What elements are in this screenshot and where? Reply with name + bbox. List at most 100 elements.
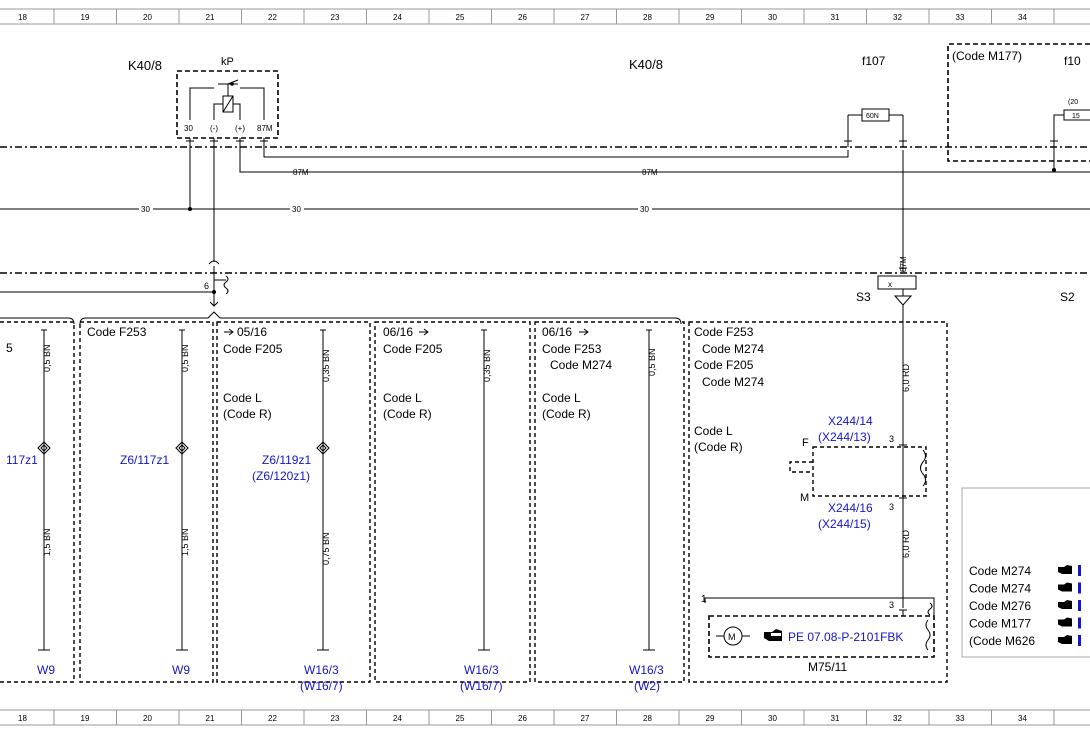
pointing-hand-icon[interactable] (1058, 582, 1072, 592)
wire-87m-label-a: 87M (293, 168, 309, 177)
k40-8-label-left: K40/8 (128, 58, 162, 73)
grid-column-label: 23 (331, 714, 340, 723)
grid-column-label: 27 (581, 714, 590, 723)
grid-column-label: 19 (81, 13, 90, 22)
wire-87m-upper (263, 150, 849, 158)
wire-30-label-c: 30 (640, 205, 649, 214)
col1-wire-bot-label: 1,5 BN (180, 528, 190, 556)
connector-x244-16-link[interactable]: X244/16 (828, 501, 873, 515)
grid-column-label: 26 (518, 13, 527, 22)
section-col3: 06/16 Code F205 Code L (Code R) 0,35 BN … (383, 325, 503, 693)
section-col5: Code F253 Code M274 Code F205 Code M274 … (694, 305, 935, 674)
right-code-item: (Code M626 (969, 634, 1035, 648)
col2-code3: (Code R) (223, 407, 272, 421)
right-code-item: Code M276 (969, 599, 1031, 613)
col0-wire-bot-label: 1,5 BN (42, 528, 52, 556)
col1-code: Code F253 (87, 325, 147, 339)
grid-column-label: 26 (518, 714, 527, 723)
grid-column-label: 27 (581, 13, 590, 22)
s2-label: S2 (1060, 290, 1075, 304)
col3-date-arrow-icon (419, 328, 429, 336)
col3-code1: Code F205 (383, 342, 443, 356)
grid-column-label: 30 (768, 714, 777, 723)
pointing-hand-icon[interactable] (1058, 600, 1072, 609)
grid-column-label: 23 (331, 13, 340, 22)
pointing-hand-icon[interactable] (1058, 565, 1072, 574)
grid-column-label: 20 (143, 13, 152, 22)
col2-ground-link-1[interactable]: W16/3 (304, 663, 339, 677)
grid-column-label: 22 (268, 13, 277, 22)
pin3-a-label: 3 (889, 434, 894, 444)
fuse2-rating: 15 (1072, 113, 1080, 120)
section-bracket-main (79, 311, 682, 325)
col5-code5: Code L (694, 424, 733, 438)
connector-x244-15-link[interactable]: (X244/15) (818, 517, 871, 531)
right-code-link-stub[interactable] (1078, 582, 1081, 594)
grid-column-label: 21 (206, 13, 215, 22)
col3-ground-link-1[interactable]: W16/3 (464, 663, 499, 677)
grid-column-label: 30 (768, 13, 777, 22)
col2-ground-link-2[interactable]: (W16/7) (300, 679, 343, 693)
wire-30: 30 30 30 (0, 150, 1090, 214)
pointing-hand-icon (764, 629, 782, 641)
wire-ground-vertical: 6 (0, 150, 229, 307)
col2-date: 05/16 (237, 325, 267, 339)
connector-x244-13-link[interactable]: (X244/13) (818, 430, 871, 444)
col2-splice-link-2[interactable]: (Z6/120z1) (252, 469, 310, 483)
k40-8-label-right: K40/8 (629, 57, 663, 72)
grid-column-label: 31 (831, 714, 840, 723)
section-col0: 5 0,5 BN 1,5 BN 117z1 W9 (6, 329, 55, 677)
relay-pin-30: 30 (184, 124, 193, 133)
connector-x-label: x (888, 280, 892, 289)
col0-splice-link[interactable]: 117z1 (6, 453, 38, 467)
relay-pin-minus: (-) (210, 124, 218, 133)
col4-date-arrow-icon (579, 328, 589, 336)
col2-date-arrow-icon (224, 328, 234, 336)
grid-column-label: 32 (893, 714, 902, 723)
grid-column-label: 18 (18, 13, 27, 22)
col5-code1: Code F253 (694, 325, 754, 339)
right-code-link-stub[interactable] (1078, 565, 1081, 576)
right-code-link-stub[interactable] (1078, 600, 1081, 611)
col1-ground-link[interactable]: W9 (172, 663, 190, 677)
col0-ground-link[interactable]: W9 (37, 663, 55, 677)
right-code-item: Code M274 (969, 582, 1031, 596)
wire-87m-to-s3: 87M x S3 S2 (856, 150, 1075, 306)
col1-splice-link[interactable]: Z6/117z1 (120, 453, 169, 467)
pointing-hand-icon[interactable] (1058, 635, 1072, 644)
col4-ground-link-1[interactable]: W16/3 (629, 663, 664, 677)
grid-column-label: 29 (706, 13, 715, 22)
col4-date: 06/16 (542, 325, 572, 339)
relay-pin-stubs (186, 138, 268, 150)
wire-rd-bot-label: 6,0 RD (901, 529, 911, 558)
col3-ground-link-2[interactable]: (W16/7) (460, 679, 503, 693)
grid-column-label: 22 (268, 714, 277, 723)
pointing-hand-icon[interactable] (1058, 617, 1072, 627)
col5-num1: 1 (701, 594, 707, 605)
col4-ground-link-2[interactable]: (W2) (634, 679, 660, 693)
fuse-f10-label: f10 (1064, 54, 1081, 68)
col2-splice-link-1[interactable]: Z6/119z1 (262, 453, 311, 467)
grid-column-label: 18 (18, 714, 27, 723)
connector-x244-14-link[interactable]: X244/14 (828, 414, 873, 428)
relay-pin-87m: 87M (257, 124, 273, 133)
fuse2-rating-top: (20 (1068, 99, 1078, 106)
right-code-item: Code M274 (969, 564, 1031, 578)
grid-column-label: 33 (956, 13, 965, 22)
col3-date: 06/16 (383, 325, 413, 339)
pe-reference-link[interactable]: PE 07.08-P-2101FBK (788, 630, 903, 644)
right-code-link-stub[interactable] (1078, 617, 1081, 629)
section-boxes (0, 321, 948, 683)
col0-wire-top-label: 0,5 BN (42, 344, 52, 372)
wire-87m-vertical-label: 87M (899, 256, 908, 272)
wire-87m-lower: 87M 87M (239, 150, 1090, 177)
section-col1: Code F253 0,5 BN 1,5 BN Z6/117z1 W9 (87, 325, 190, 677)
fuse-f107-label: f107 (862, 54, 886, 68)
col4-code2: Code M274 (550, 358, 612, 372)
grid-column-label: 20 (143, 714, 152, 723)
right-code-link-stub[interactable] (1078, 635, 1081, 646)
section-col4: 06/16 Code F253 Code M274 Code L (Code R… (542, 325, 664, 693)
